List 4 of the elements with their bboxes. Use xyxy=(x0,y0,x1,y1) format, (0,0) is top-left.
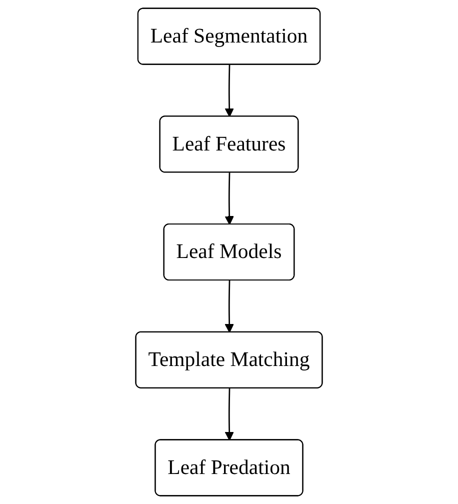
arrow xyxy=(224,388,234,441)
arrow xyxy=(224,172,234,225)
arrow xyxy=(224,280,234,333)
arrow xyxy=(224,64,234,118)
